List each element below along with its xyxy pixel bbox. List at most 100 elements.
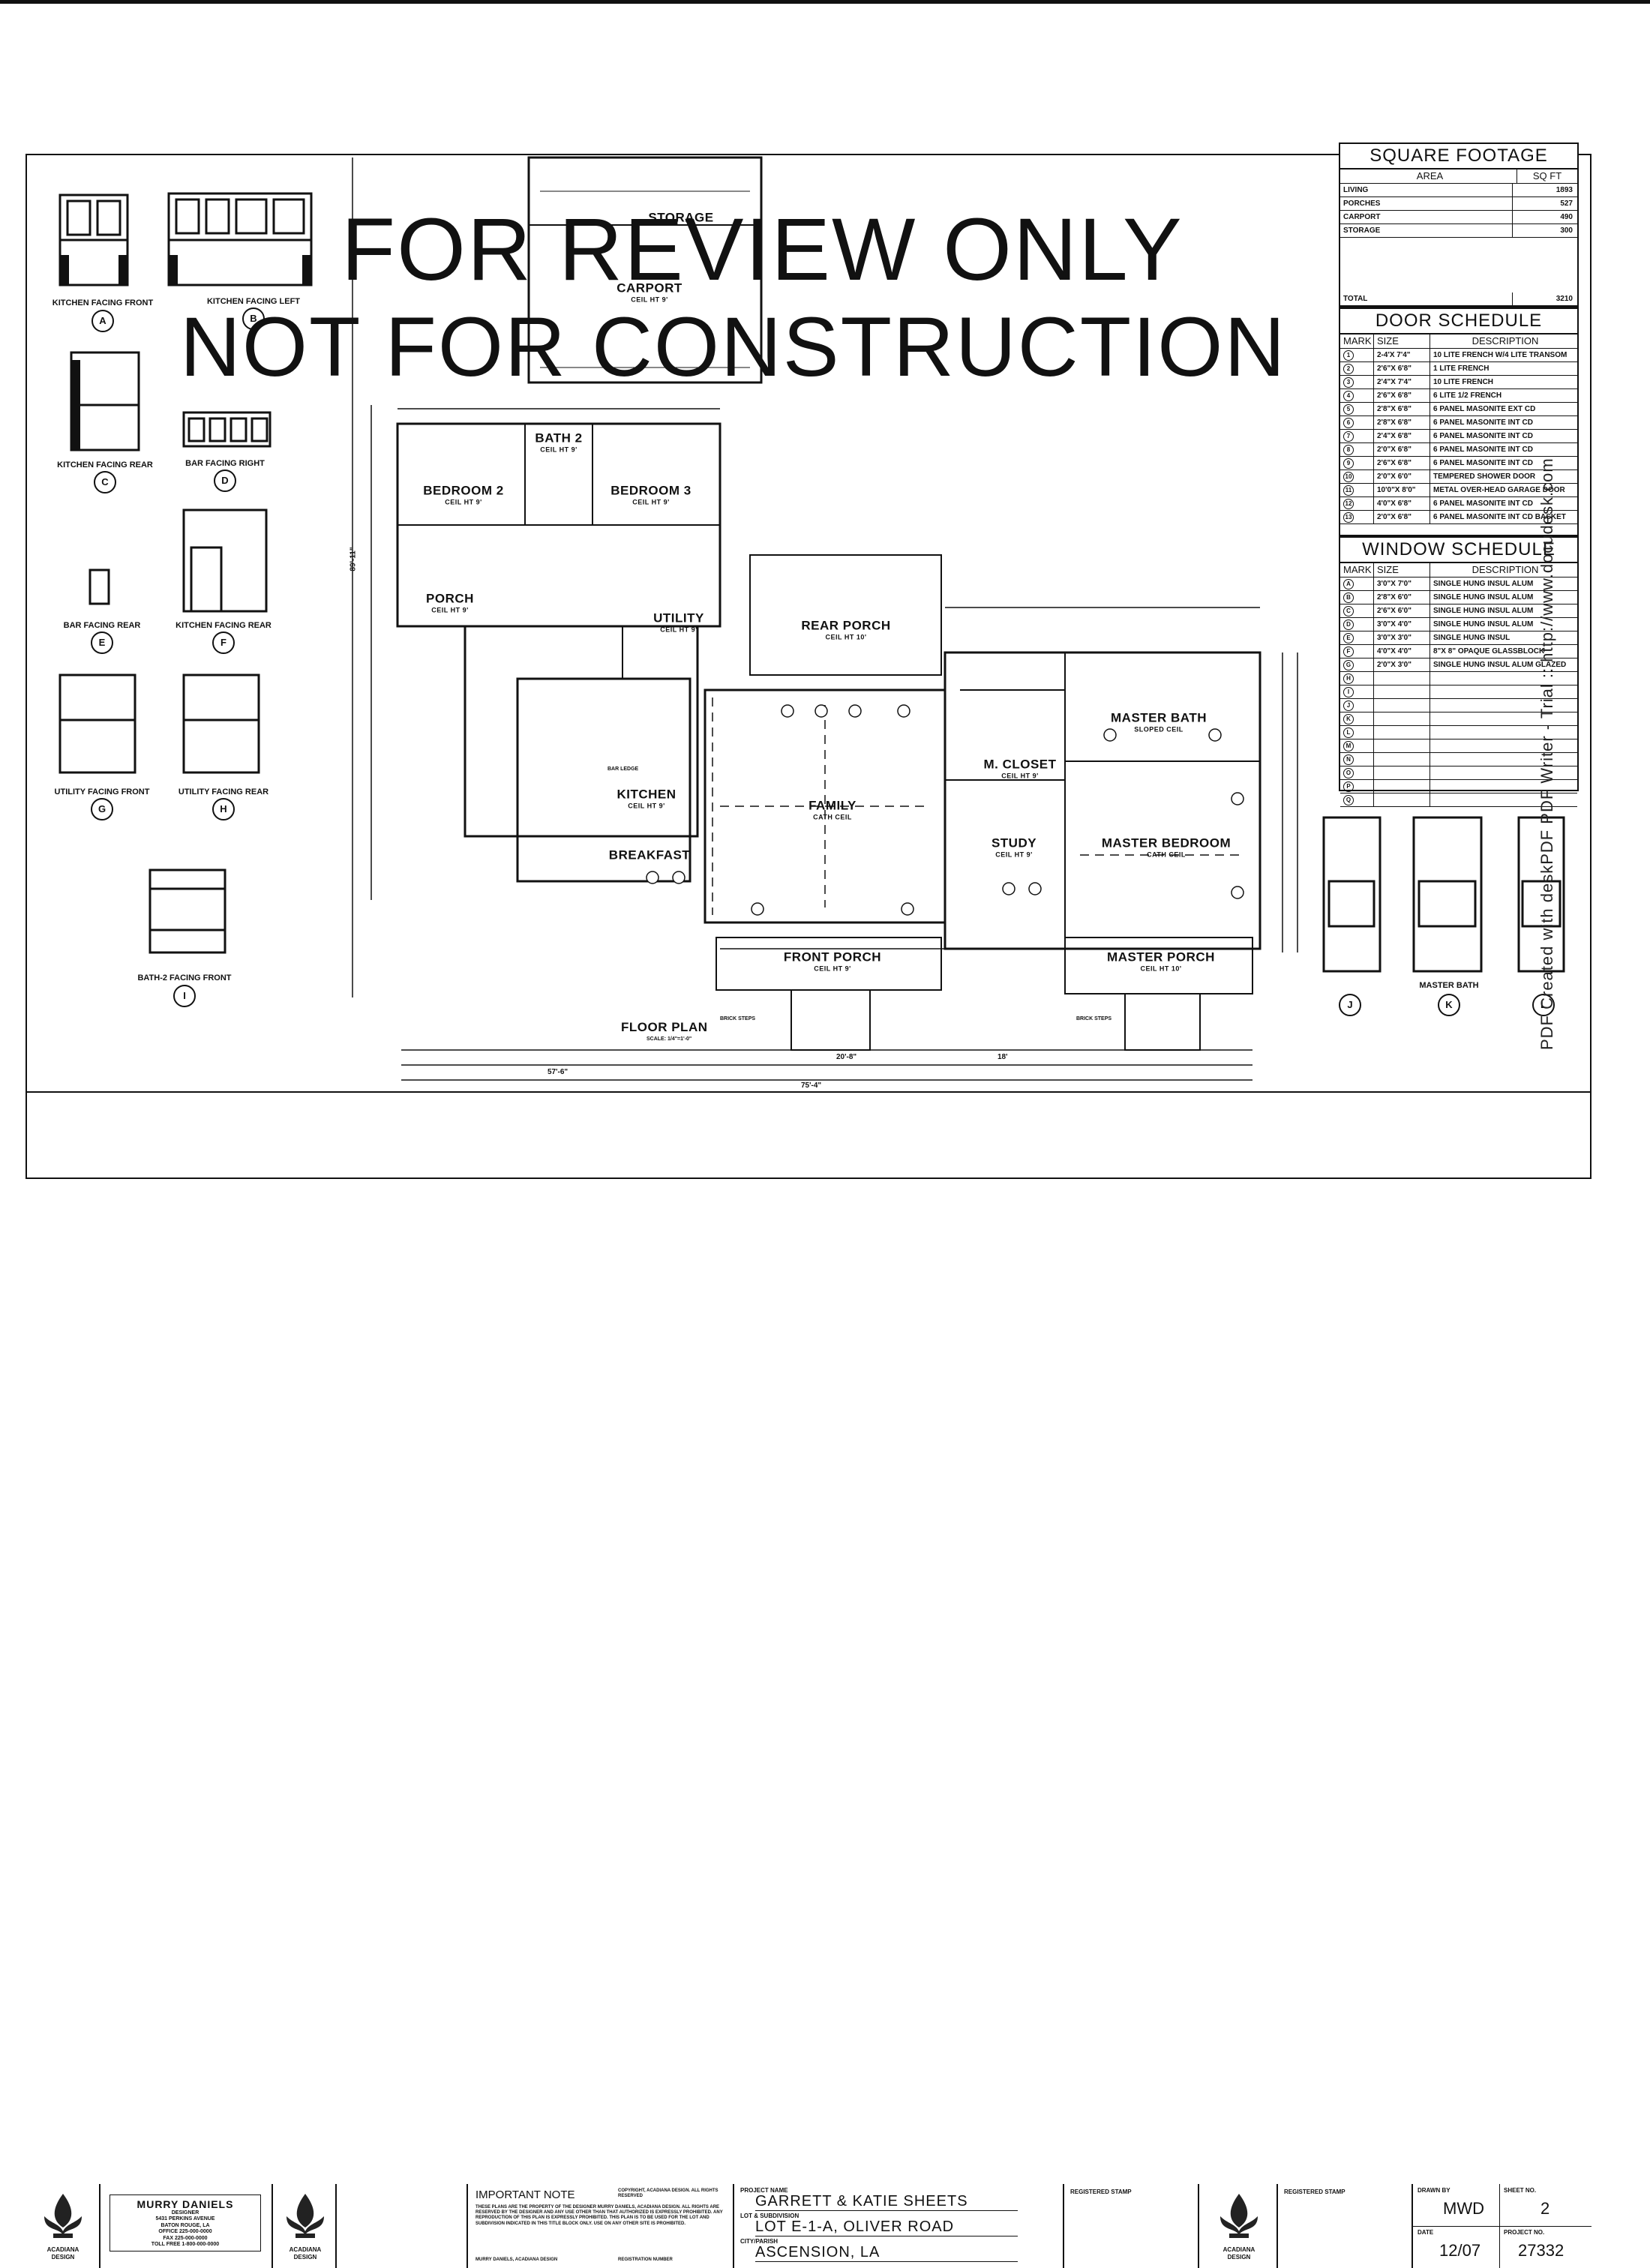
mark-symbol: 5 xyxy=(1343,404,1354,415)
signature-line: MURRY DANIELS, ACADIANA DESIGN xyxy=(476,2258,558,2262)
area-cell: LIVING xyxy=(1340,184,1513,196)
elev-label-b: KITCHEN FACING LEFT xyxy=(206,297,301,306)
acadiana-logo-3: ACADIANA DESIGN xyxy=(1213,2190,1265,2261)
size-cell: 3'0"X 7'0" xyxy=(1374,578,1430,590)
size-cell: 2'8"X 6'8" xyxy=(1374,403,1430,416)
size-cell: 2'8"X 6'0" xyxy=(1374,591,1430,604)
fleur-de-lis-icon xyxy=(44,2194,82,2238)
description-cell: SINGLE HUNG INSUL ALUM xyxy=(1433,580,1534,588)
designer-contact-line: OFFICE 225-000-0000 xyxy=(158,2229,212,2235)
size-cell: 2'6"X 6'8" xyxy=(1374,457,1430,470)
size-cell xyxy=(1374,753,1430,766)
elev-label-i: BATH-2 FACING FRONT xyxy=(137,974,232,982)
window-schedule-row: C 2'6"X 6'0"SINGLE HUNG INSUL ALUM xyxy=(1340,604,1577,618)
top-edge-line xyxy=(0,0,1650,4)
square-footage-title: SQUARE FOOTAGE xyxy=(1340,144,1577,170)
sqft-cell: 300 xyxy=(1560,226,1573,235)
size-cell xyxy=(1374,766,1430,779)
acadiana-logo-2: ACADIANA DESIGN xyxy=(279,2190,332,2261)
description-cell: 6 LITE 1/2 FRENCH xyxy=(1433,392,1502,400)
door-schedule-row: 10 2'0"X 6'0"TEMPERED SHOWER DOOR xyxy=(1340,470,1577,484)
mark-symbol: E xyxy=(1343,633,1354,644)
mark-symbol: A xyxy=(1343,579,1354,590)
brick-steps-label-2: BRICK STEPS xyxy=(1076,1016,1112,1022)
size-cell xyxy=(1374,794,1430,806)
size-cell: 2'0"X 6'8" xyxy=(1374,443,1430,456)
description-cell: 6 PANEL MASONITE INT CD xyxy=(1433,432,1533,440)
window-schedule-blank-row: Q xyxy=(1340,794,1577,807)
elev-label-d: BAR FACING RIGHT xyxy=(185,459,265,468)
area-cell: STORAGE xyxy=(1340,224,1513,237)
description-cell: 6 PANEL MASONITE INT CD BASKET xyxy=(1433,513,1566,521)
sheet-no: 2 xyxy=(1540,2199,1550,2218)
tb-important-note-cell: IMPORTANT NOTE COPYRIGHT, ACADIANA DESIG… xyxy=(468,2184,734,2268)
square-footage-row: LIVING 1893 xyxy=(1340,184,1577,197)
description-cell: SINGLE HUNG INSUL xyxy=(1433,634,1510,642)
mark-symbol: M xyxy=(1343,741,1354,752)
room-breakfast: BREAKFAST xyxy=(608,848,691,862)
elev-mark-c: C xyxy=(94,471,116,494)
elev-mark-l: L xyxy=(1532,994,1555,1016)
size-cell: 2'0"X 6'0" xyxy=(1374,470,1430,483)
mark-symbol: I xyxy=(1343,687,1354,698)
acadiana-logo-1: ACADIANA DESIGN xyxy=(37,2190,89,2261)
description-cell: SINGLE HUNG INSUL ALUM GLAZED xyxy=(1433,661,1567,669)
designer-contact-line: DESIGNER xyxy=(171,2210,200,2216)
mark-symbol: C xyxy=(1343,606,1354,616)
description-cell: 6 PANEL MASONITE INT CD xyxy=(1433,500,1533,508)
tb-stamp-cell-2: REGISTERED STAMP xyxy=(1278,2184,1413,2268)
window-schedule-blank-row: P xyxy=(1340,780,1577,794)
sqft-cell: 1893 xyxy=(1556,186,1573,194)
mark-symbol: 13 xyxy=(1343,512,1354,523)
mark-symbol: G xyxy=(1343,660,1354,670)
description-cell: TEMPERED SHOWER DOOR xyxy=(1433,472,1536,481)
description-cell: 10 LITE FRENCH W/4 LITE TRANSOM xyxy=(1433,351,1568,359)
important-note-body: THESE PLANS ARE THE PROPERTY OF THE DESI… xyxy=(476,2205,723,2226)
review-stamp-line-2: NOT FOR CONSTRUCTION xyxy=(180,300,1287,394)
tb-stamp-cell-1: REGISTERED STAMP xyxy=(1064,2184,1199,2268)
size-cell: 2'4"X 7'4" xyxy=(1374,376,1430,388)
description-cell: SINGLE HUNG INSUL ALUM xyxy=(1433,607,1534,615)
size-cell: 2'0"X 3'0" xyxy=(1374,658,1430,671)
plan-scale: SCALE: 1/4"=1'-0" xyxy=(646,1036,692,1042)
tb-sheet-info-cell: DRAWN BY MWD SHEET NO. 2 DATE 12/07 PROJ… xyxy=(1413,2184,1592,2268)
size-cell: 2'6"X 6'0" xyxy=(1374,604,1430,617)
mark-symbol: D xyxy=(1343,620,1354,630)
mark-symbol: 10 xyxy=(1343,472,1354,482)
description-cell: SINGLE HUNG INSUL ALUM xyxy=(1433,620,1534,628)
size-cell: 10'0"X 8'0" xyxy=(1374,484,1430,496)
room-storage: STORAGE xyxy=(648,210,714,225)
mark-symbol: 2 xyxy=(1343,364,1354,374)
master-bath-elevations xyxy=(1322,816,1565,973)
review-stamp-line-1: FOR REVIEW ONLY xyxy=(341,200,1184,299)
square-footage-total-row: TOTAL 3210 xyxy=(1340,292,1577,306)
project-no-label: PROJECT NO. xyxy=(1504,2229,1545,2236)
elev-mark-i: I xyxy=(173,985,196,1007)
window-schedule-blank-row: J xyxy=(1340,699,1577,712)
dim-right-width: 18' xyxy=(998,1053,1008,1061)
elev-mark-a: A xyxy=(92,310,114,332)
window-schedule-blank-row: H xyxy=(1340,672,1577,686)
elev-label-h: UTILITY FACING REAR xyxy=(178,788,269,796)
